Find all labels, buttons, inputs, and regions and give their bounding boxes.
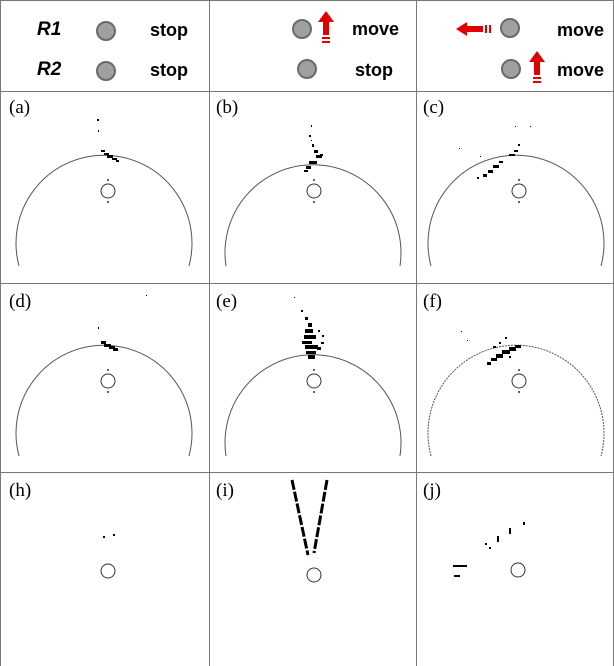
grid-line — [0, 283, 614, 284]
grid-line — [0, 0, 1, 666]
grid-line — [209, 0, 210, 666]
grid-line — [0, 472, 614, 473]
grid-line — [0, 91, 614, 92]
panel-label: (e) — [216, 291, 238, 312]
robot-label-r1: R1 — [37, 19, 62, 40]
robot-icon — [500, 18, 520, 38]
panel-label: (f) — [423, 291, 442, 312]
panel-label: (a) — [9, 97, 31, 118]
scan-panel — [453, 522, 526, 578]
panel-label: (j) — [423, 480, 441, 501]
robot-icon — [96, 21, 116, 41]
panel-label: (c) — [423, 97, 445, 118]
scan-panel — [290, 479, 329, 583]
status-text: stop — [355, 60, 393, 80]
arrow-up-icon — [529, 51, 545, 83]
arrow-left-icon — [456, 22, 491, 36]
status-text: move — [557, 60, 605, 80]
status-text: stop — [150, 20, 188, 40]
status-text: move — [557, 20, 605, 40]
scan-panel — [15, 295, 193, 457]
robot-icon — [297, 59, 317, 79]
scan-panel — [427, 331, 605, 457]
robot-label-r2: R2 — [37, 59, 62, 80]
scan-panel — [224, 297, 402, 457]
scan-panel — [15, 119, 193, 267]
robot-icon — [501, 59, 521, 79]
arrow-up-icon — [318, 11, 334, 43]
scan-panel — [100, 534, 116, 579]
panel-label: (b) — [216, 97, 239, 118]
panel-label: (i) — [216, 480, 234, 501]
panel-label: (h) — [9, 480, 32, 501]
scan-panel — [427, 126, 605, 267]
panel-label: (d) — [9, 291, 32, 312]
status-text: stop — [150, 60, 188, 80]
grid-line — [0, 0, 614, 1]
grid-line — [416, 0, 417, 666]
scan-panel — [224, 125, 402, 267]
robot-icon — [96, 61, 116, 81]
status-text: move — [352, 19, 400, 39]
robot-icon — [292, 19, 312, 39]
